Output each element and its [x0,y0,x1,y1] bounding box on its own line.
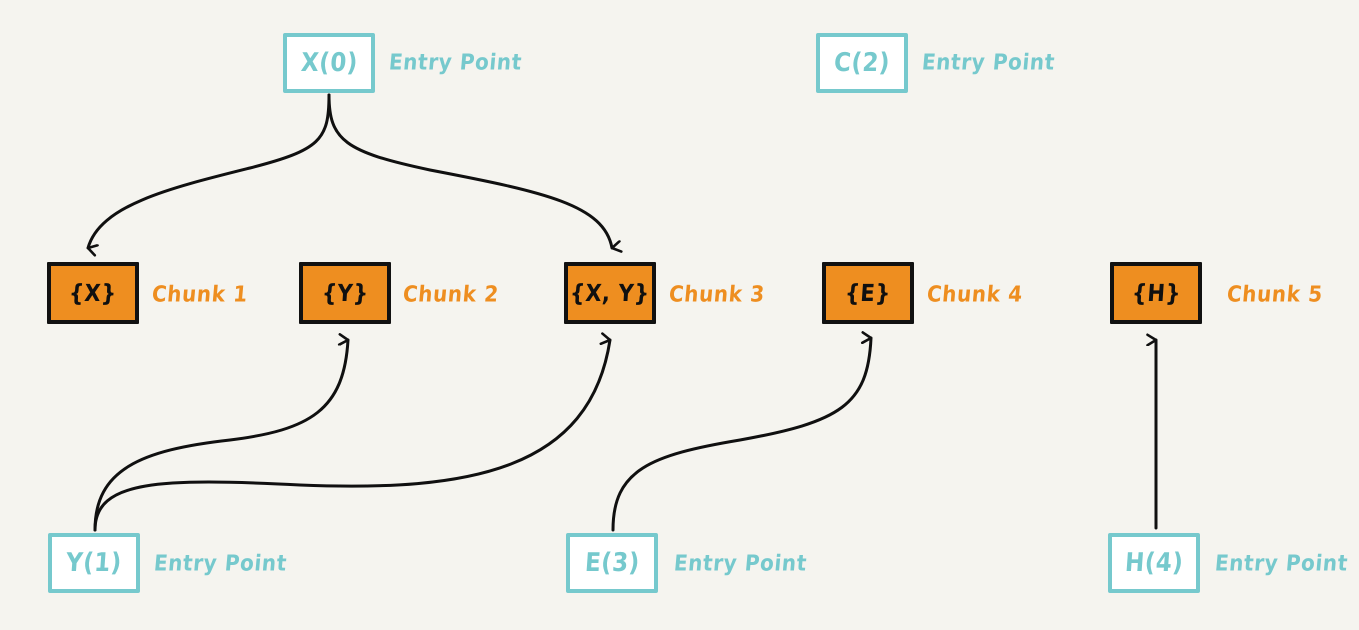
chunk-label: {Y} [320,279,370,307]
entry-point-caption: Entry Point [387,48,524,76]
chunk-label: {X, Y} [569,279,651,307]
entry-point-label: X(0) [299,48,359,78]
chunk-c3[interactable]: {X, Y} [564,262,656,324]
edge-y1-to-chunk2 [93,340,350,532]
edge-e3-to-chunk4 [611,338,873,532]
edge-x0-to-chunk3 [327,93,612,248]
entry-point-c2[interactable]: C(2) [816,33,908,93]
chunk-caption: Chunk 4 [925,280,1024,308]
edge-y1-to-chunk3 [93,340,612,532]
entry-point-label: Y(1) [65,548,123,578]
entry-point-h4[interactable]: H(4) [1108,533,1200,593]
entry-point-y1[interactable]: Y(1) [48,533,140,593]
entry-point-label: H(4) [1123,548,1185,578]
entry-point-x0[interactable]: X(0) [283,33,375,93]
chunk-label: {H} [1130,279,1182,307]
chunk-c4[interactable]: {E} [822,262,914,324]
chunk-label: {E} [844,279,892,307]
chunk-c2[interactable]: {Y} [299,262,391,324]
entry-point-label: E(3) [583,548,641,578]
entry-point-caption: Entry Point [1213,549,1350,577]
chunk-caption: Chunk 1 [150,280,249,308]
chunk-c1[interactable]: {X} [47,262,139,324]
chunk-caption: Chunk 5 [1225,280,1324,308]
entry-point-e3[interactable]: E(3) [566,533,658,593]
entry-point-label: C(2) [833,48,891,78]
edge-x0-to-chunk1 [86,93,331,248]
chunk-c5[interactable]: {H} [1110,262,1202,324]
entry-point-caption: Entry Point [672,549,809,577]
entry-point-caption: Entry Point [920,48,1057,76]
entry-point-caption: Entry Point [152,549,289,577]
chunk-label: {X} [68,279,118,307]
chunk-caption: Chunk 2 [401,280,500,308]
chunk-caption: Chunk 3 [667,280,766,308]
